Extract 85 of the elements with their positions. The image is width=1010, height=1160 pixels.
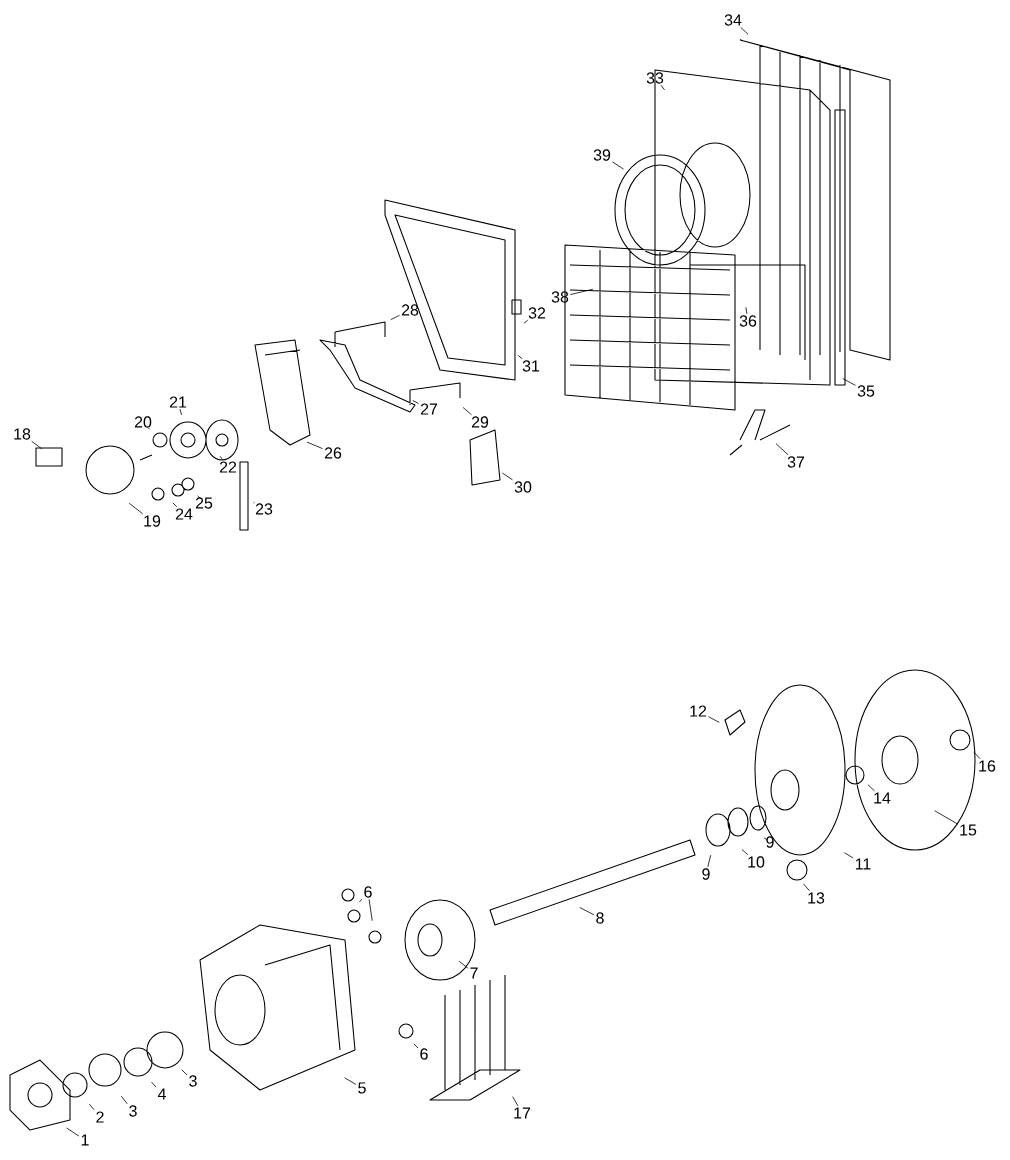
- callout-number: 37: [787, 456, 805, 468]
- callout-number: 16: [979, 760, 996, 772]
- callout-number: 20: [134, 416, 152, 428]
- callout-number: 26: [324, 447, 342, 459]
- callout-number: 1: [81, 1134, 89, 1146]
- callout-number: 36: [739, 315, 757, 327]
- callout-number: 7: [470, 967, 478, 979]
- leader-line: [462, 407, 472, 416]
- leader-line: [707, 854, 712, 868]
- callout-number: 8: [596, 912, 604, 924]
- leader-line: [523, 319, 529, 324]
- leader-line: [570, 288, 594, 295]
- callout-number: 39: [593, 149, 611, 161]
- leader-line: [359, 898, 363, 903]
- leader-line: [151, 1081, 157, 1088]
- callout-number: 9: [766, 836, 774, 848]
- leader-line: [517, 355, 523, 360]
- callout-number: 25: [195, 497, 213, 509]
- callout-number: 22: [219, 461, 237, 473]
- leader-line: [612, 161, 624, 170]
- leader-line: [172, 502, 178, 508]
- callout-number: 21: [169, 396, 187, 408]
- callout-number: 31: [522, 360, 540, 372]
- leader-line: [148, 427, 150, 430]
- callout-number: 9: [702, 868, 710, 880]
- callout-number: 11: [855, 858, 871, 870]
- callout-number: 6: [420, 1048, 428, 1060]
- callout-number: 17: [514, 1107, 531, 1119]
- callout-number: 5: [358, 1082, 366, 1094]
- leader-line: [842, 378, 856, 386]
- leader-line: [775, 443, 789, 456]
- callout-number: 13: [808, 892, 825, 904]
- leader-line: [458, 960, 469, 969]
- callout-number: 29: [471, 416, 489, 428]
- leader-line: [973, 751, 981, 760]
- leader-line: [197, 495, 201, 500]
- leader-line: [253, 501, 255, 504]
- callout-number: 12: [690, 705, 707, 717]
- callout-number: 4: [157, 1088, 166, 1100]
- leader-line: [745, 306, 748, 315]
- callout-number: 18: [14, 428, 31, 440]
- callout-number: 10: [748, 856, 765, 868]
- leader-line: [390, 314, 400, 321]
- leader-line: [741, 849, 749, 856]
- callout-number: 14: [874, 792, 891, 804]
- callout-number: 28: [401, 304, 419, 316]
- leader-line: [867, 784, 875, 792]
- callout-number: 6: [364, 886, 372, 898]
- leader-line: [763, 837, 768, 841]
- callout-number: 33: [646, 72, 664, 84]
- callout-number: 3: [189, 1075, 197, 1087]
- leader-line: [89, 1103, 95, 1111]
- leader-line: [344, 1077, 357, 1085]
- callout-number: 19: [144, 515, 161, 527]
- callout-number: 27: [420, 403, 438, 415]
- callout-number: 24: [175, 508, 193, 520]
- leader-line: [181, 1069, 188, 1076]
- leader-line: [31, 440, 43, 450]
- leader-line: [66, 1127, 80, 1137]
- leader-line: [934, 810, 958, 825]
- leader-line: [128, 502, 144, 515]
- callout-number: 30: [514, 481, 532, 493]
- leader-line: [219, 455, 224, 461]
- leader-line: [708, 716, 720, 723]
- leader-line: [179, 408, 182, 416]
- leader-line: [660, 84, 666, 91]
- callout-number: 2: [96, 1111, 104, 1123]
- leader-line: [740, 26, 749, 35]
- callout-number: 23: [255, 503, 273, 515]
- leader-line: [413, 1043, 419, 1049]
- leader-line: [512, 1096, 519, 1107]
- callout-number: 15: [960, 824, 977, 836]
- leader-line: [412, 400, 419, 404]
- leader-line: [120, 1095, 128, 1105]
- callout-number: 3: [129, 1105, 137, 1117]
- callout-number: 38: [551, 291, 569, 303]
- leader-line: [844, 852, 854, 859]
- leader-line: [368, 898, 373, 922]
- callout-number: 34: [724, 14, 742, 26]
- callout-number: 32: [528, 307, 546, 319]
- leader-line: [803, 883, 810, 892]
- leader-line: [579, 907, 595, 916]
- callout-number: 35: [857, 385, 875, 397]
- leader-line: [306, 441, 323, 449]
- leader-line: [502, 472, 513, 481]
